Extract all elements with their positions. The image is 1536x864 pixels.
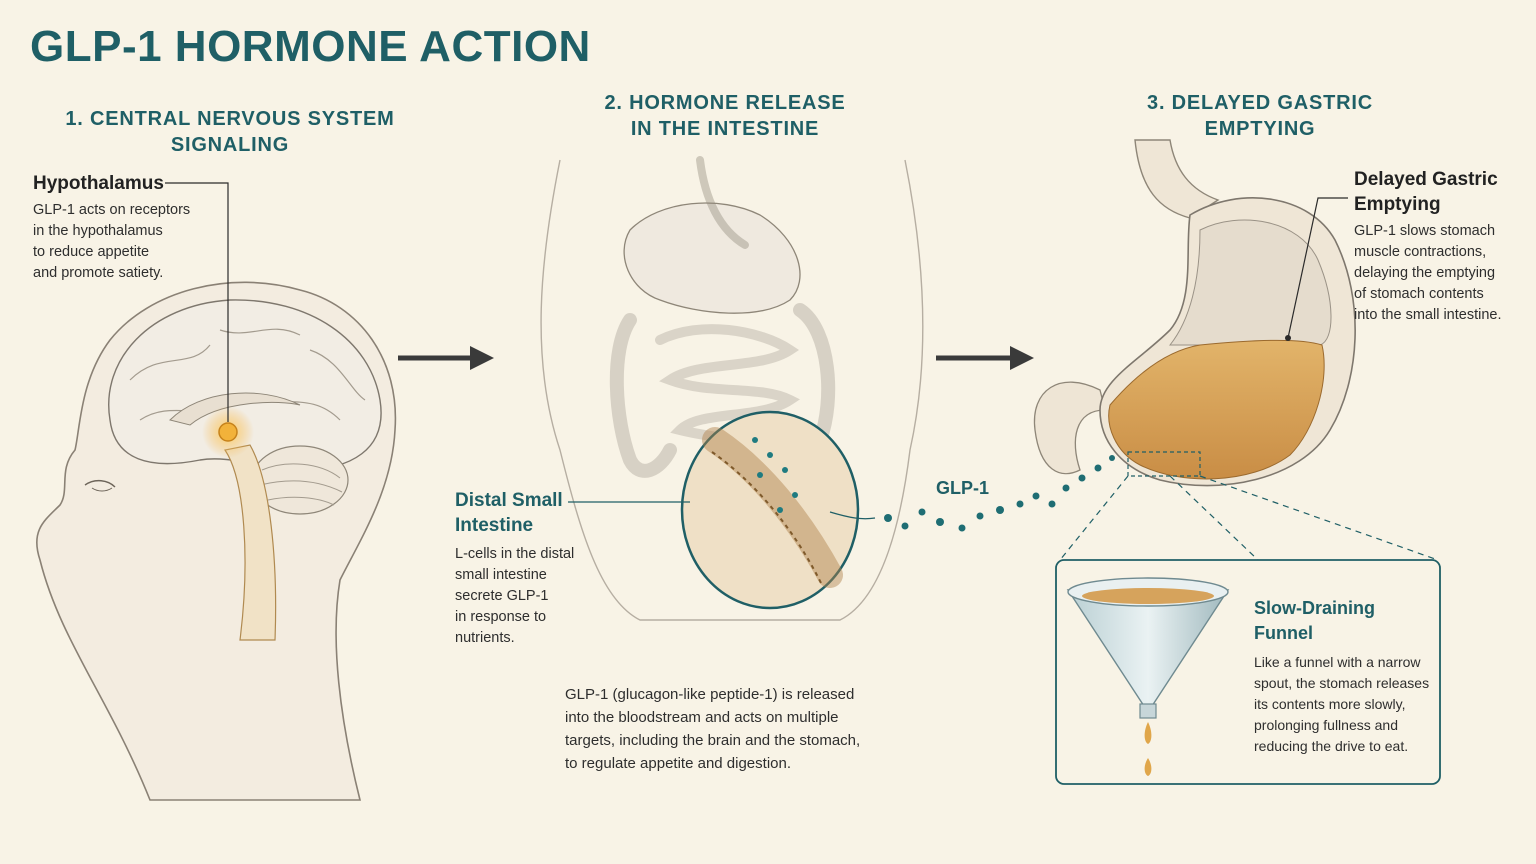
gastric-title-line1: Delayed Gastric: [1354, 167, 1529, 192]
intestine-line: small intestine: [455, 565, 625, 586]
section-heading-cns: 1. CENTRAL NERVOUS SYSTEM SIGNALING: [40, 106, 420, 158]
glp1-label: GLP-1: [936, 478, 989, 499]
section-heading-release-line2: IN THE INTESTINE: [560, 116, 890, 142]
zoom-line-left: [1060, 476, 1128, 560]
glp1-particles: [884, 455, 1115, 532]
funnel-line: its contents more slowly,: [1254, 694, 1434, 715]
intestine-line: in response to: [455, 607, 625, 628]
arrow-right-icon: [936, 346, 1034, 370]
funnel-line: spout, the stomach releases: [1254, 673, 1434, 694]
funnel-title: Slow-Draining Funnel: [1254, 596, 1434, 646]
intestine-line: nutrients.: [455, 628, 625, 649]
funnel-line: prolonging fullness and: [1254, 715, 1434, 736]
gastric-callout: Delayed Gastric Emptying GLP-1 slows sto…: [1354, 167, 1529, 326]
section-heading-release: 2. HORMONE RELEASE IN THE INTESTINE: [560, 90, 890, 142]
gastric-line: muscle contractions,: [1354, 242, 1529, 263]
intestine-line: L-cells in the distal: [455, 544, 625, 565]
intestine-description: L-cells in the distal small intestine se…: [455, 544, 625, 649]
hypothalamus-line: and promote satiety.: [33, 263, 233, 284]
summary-line: targets, including the brain and the sto…: [565, 729, 895, 752]
summary-line: to regulate appetite and digestion.: [565, 752, 895, 775]
hypothalamus-description: GLP-1 acts on receptors in the hypothala…: [33, 200, 233, 284]
gastric-title: Delayed Gastric Emptying: [1354, 167, 1529, 217]
zoom-line-right: [1200, 476, 1438, 560]
intestine-title-line1: Distal Small: [455, 488, 625, 513]
hypothalamus-callout: Hypothalamus GLP-1 acts on receptors in …: [33, 171, 233, 284]
gastric-description: GLP-1 slows stomach muscle contractions,…: [1354, 221, 1529, 326]
intestine-magnified-view: [682, 412, 858, 608]
summary-line: into the bloodstream and acts on multipl…: [565, 706, 895, 729]
funnel-description: Like a funnel with a narrow spout, the s…: [1254, 652, 1434, 757]
hypothalamus-title: Hypothalamus: [33, 171, 233, 196]
funnel-line: reducing the drive to eat.: [1254, 736, 1434, 757]
gastric-line: of stomach contents: [1354, 284, 1529, 305]
intestine-callout: Distal Small Intestine L-cells in the di…: [455, 488, 625, 649]
gastric-title-line2: Emptying: [1354, 192, 1529, 217]
hypothalamus-line: in the hypothalamus: [33, 221, 233, 242]
zoom-line-center: [1170, 476, 1258, 560]
summary-text: GLP-1 (glucagon-like peptide-1) is relea…: [565, 683, 895, 775]
section-heading-gastric: 3. DELAYED GASTRIC EMPTYING: [1090, 90, 1430, 142]
hypothalamus-line: to reduce appetite: [33, 242, 233, 263]
page-title: GLP-1 HORMONE ACTION: [30, 22, 591, 72]
gastric-line: delaying the emptying: [1354, 263, 1529, 284]
summary-line: GLP-1 (glucagon-like peptide-1) is relea…: [565, 683, 895, 706]
intestine-line: secrete GLP-1: [455, 586, 625, 607]
head-illustration: [37, 282, 396, 800]
intestine-title: Distal Small Intestine: [455, 488, 625, 538]
intestine-title-line2: Intestine: [455, 513, 625, 538]
arrow-right-icon: [398, 346, 494, 370]
gastric-line: into the small intestine.: [1354, 305, 1529, 326]
hypothalamus-line: GLP-1 acts on receptors: [33, 200, 233, 221]
section-heading-release-line1: 2. HORMONE RELEASE: [560, 90, 890, 116]
funnel-callout: Slow-Draining Funnel Like a funnel with …: [1254, 596, 1434, 757]
gastric-line: GLP-1 slows stomach: [1354, 221, 1529, 242]
funnel-line: Like a funnel with a narrow: [1254, 652, 1434, 673]
stomach-illustration: [1034, 140, 1355, 486]
